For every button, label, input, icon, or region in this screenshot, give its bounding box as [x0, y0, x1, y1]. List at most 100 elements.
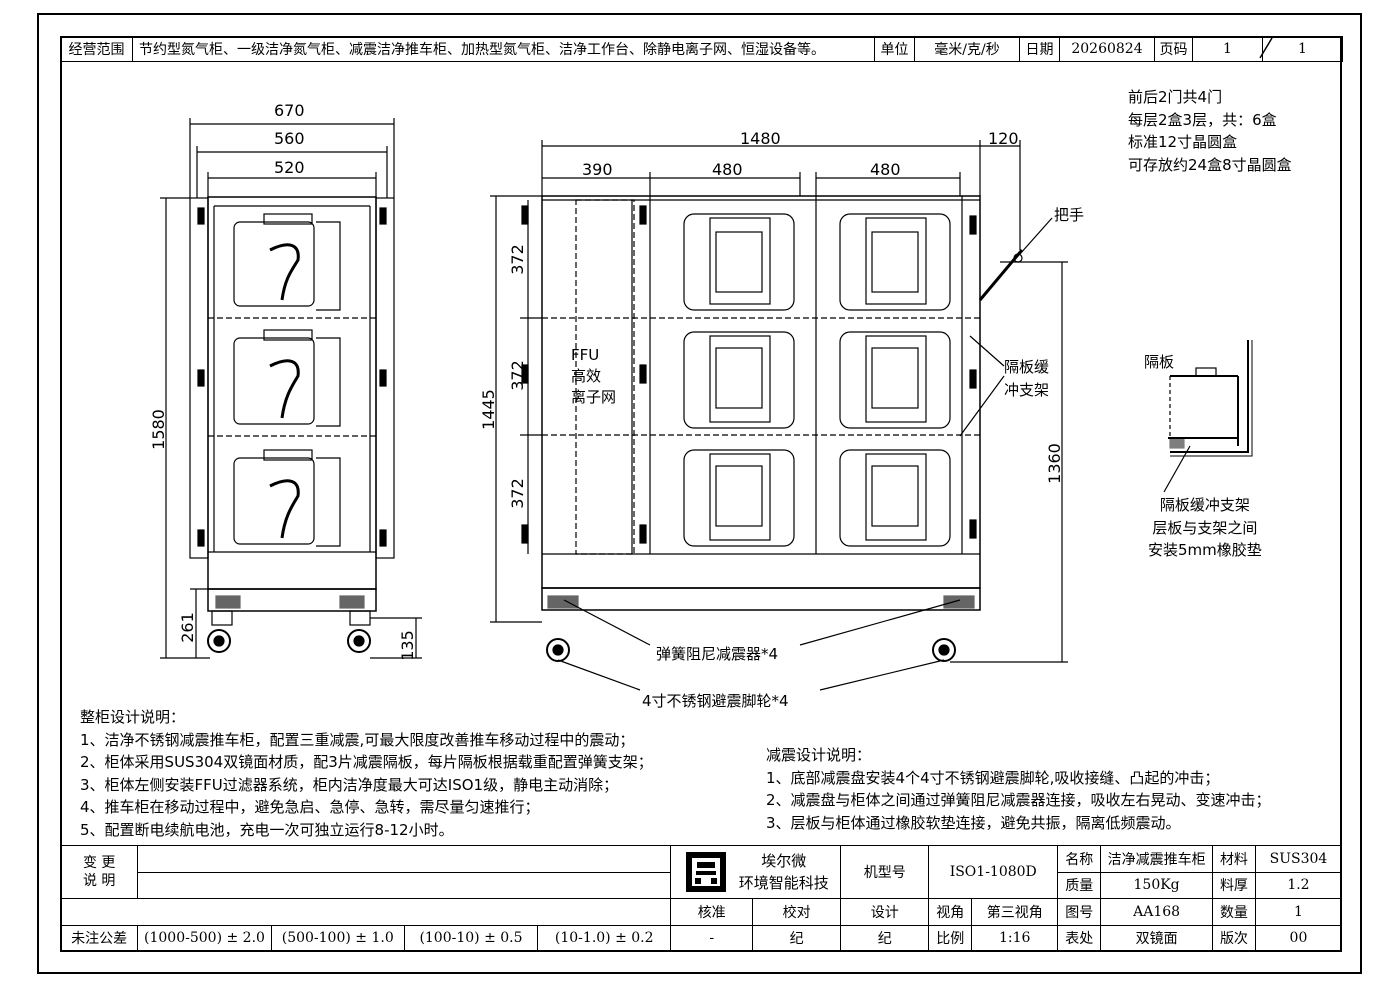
- change-row-1: [137, 845, 672, 873]
- damping-notes: 减震设计说明： 1、底部减震盘安装4个4寸不锈钢避震脚轮,吸收接缝、凸起的冲击；…: [766, 744, 1271, 834]
- check-label: 校对: [752, 898, 842, 926]
- dim-side-135: 135: [397, 630, 417, 661]
- name-value: 洁净减震推车柜: [1100, 845, 1213, 873]
- page-total: 1: [1262, 36, 1343, 62]
- design-note-2: 2、柜体采用SUS304双镜面材质，配3片减震隔板，每片隔板根据载重配置弹簧支架…: [80, 753, 653, 771]
- design-note-4: 4、推车柜在移动过程中，避免急启、急停、急转，需尽量匀速推行；: [80, 798, 540, 816]
- company-logo-icon: [685, 852, 726, 892]
- design-notes-title: 整柜设计说明：: [80, 708, 186, 726]
- top-notes: 前后2门共4门 每层2盒3层，共：6盒 标准12寸晶圆盒 可存放约24盒8寸晶圆…: [1128, 86, 1292, 176]
- title-block: 变 更 说 明 埃尔微 环境智能科技 机型号 ISO1-1080D 名称: [59, 845, 1343, 952]
- dim-front-372b: 372: [507, 360, 527, 391]
- design-note-3: 3、柜体左侧安装FFU过滤器系统，柜内洁净度最大可达ISO1级，静电主动消除；: [80, 775, 619, 794]
- change-row-2: [137, 871, 672, 899]
- thickness-label: 料厚: [1211, 871, 1256, 899]
- partition-label: 隔板: [1144, 353, 1175, 371]
- dim-side-560: 560: [274, 129, 305, 148]
- dim-side-261: 261: [177, 612, 197, 643]
- date-value: 20260824: [1059, 36, 1155, 62]
- side-view: [160, 118, 422, 659]
- surface-label: 表处: [1057, 924, 1102, 952]
- damping-note-3: 3、层板与柜体通过橡胶软垫连接，避免共振，隔离低频震动。: [766, 813, 1181, 832]
- ffu-label: FFU 高效 离子网: [571, 345, 616, 408]
- detail-label: 隔板缓冲支架 层板与支架之间 安装5mm橡胶垫: [1148, 494, 1262, 562]
- side-box-2: [233, 329, 341, 427]
- model-value: ISO1-1080D: [928, 845, 1059, 899]
- page-current: 1: [1192, 36, 1263, 62]
- dim-side-520: 520: [274, 158, 305, 177]
- scale-label: 比例: [928, 924, 973, 952]
- design-note-5: 5、配置断电续航电池，充电一次可独立运行8-12小时。: [80, 820, 454, 839]
- name-label: 名称: [1057, 845, 1102, 873]
- damper-label: 弹簧阻尼减震器*4: [656, 645, 779, 663]
- tolerance-3: (100-10) ± 0.5: [403, 924, 539, 952]
- tolerance-1: (1000-500) ± 2.0: [137, 924, 272, 952]
- handle-label: 把手: [1054, 206, 1085, 224]
- design-value: 纪: [840, 924, 930, 952]
- drawing-frame: [37, 13, 1362, 974]
- scope-text: 节约型氮气柜、一级洁净氮气柜、减震洁净推车柜、加热型氮气柜、洁净工作台、除静电离…: [132, 36, 875, 62]
- detail-line-1: 隔板缓冲支架: [1159, 496, 1250, 514]
- design-notes: 整柜设计说明： 1、洁净不锈钢减震推车柜，配置三重减震,可最大限度改善推车移动过…: [80, 706, 653, 841]
- change-label: 变 更 说 明: [59, 845, 139, 899]
- dim-front-1480: 1480: [740, 129, 781, 148]
- top-note-1: 前后2门共4门: [1128, 88, 1223, 106]
- view-value: 第三视角: [971, 898, 1059, 926]
- material-label: 材料: [1211, 845, 1256, 873]
- bracket-line-1: 隔板缓: [1004, 358, 1050, 376]
- top-note-4: 可存放约24盒8寸晶圆盒: [1128, 155, 1292, 174]
- qty-value: 1: [1254, 898, 1343, 926]
- dim-front-1360: 1360: [1044, 443, 1064, 484]
- tolerance-4: (10-1.0) ± 0.2: [537, 924, 672, 952]
- ffu-line-3: 离子网: [571, 388, 617, 406]
- page-slash-icon: [1259, 37, 1273, 59]
- dim-front-120: 120: [988, 129, 1019, 148]
- drawing-value: AA168: [1100, 898, 1213, 926]
- page-label: 页码: [1154, 36, 1193, 62]
- dim-side-670: 670: [274, 101, 305, 120]
- approve-value: -: [670, 924, 754, 952]
- date-label: 日期: [1019, 36, 1060, 62]
- tolerance-label: 未注公差: [59, 924, 139, 952]
- view-label: 视角: [928, 898, 973, 926]
- dim-front-372a: 372: [507, 244, 527, 275]
- mass-label: 质量: [1057, 871, 1102, 899]
- top-note-3: 标准12寸晶圆盒: [1128, 133, 1238, 151]
- design-label: 设计: [840, 898, 930, 926]
- detail-line-3: 安装5mm橡胶垫: [1148, 541, 1262, 559]
- design-note-1: 1、洁净不锈钢减震推车柜，配置三重减震,可最大限度改善推车移动过程中的震动；: [80, 730, 635, 749]
- change-row-3: [59, 898, 672, 926]
- dim-front-390: 390: [582, 160, 613, 179]
- damping-note-2: 2、减震盘与柜体之间通过弹簧阻尼减震器连接，吸收左右晃动、变速冲击；: [766, 791, 1271, 809]
- detail-line-2: 层板与支架之间: [1152, 518, 1258, 537]
- bracket-line-2: 冲支架: [1004, 380, 1050, 399]
- caster-label: 4寸不锈钢避震脚轮*4: [642, 692, 789, 710]
- approve-label: 核准: [670, 898, 754, 926]
- top-note-2: 每层2盒3层，共：6盒: [1128, 110, 1277, 129]
- damping-notes-title: 减震设计说明：: [766, 746, 872, 764]
- front-view: [490, 140, 1068, 691]
- ffu-line-1: FFU: [571, 346, 600, 364]
- page-slash: [1259, 37, 1273, 60]
- revision-value: 00: [1254, 924, 1343, 952]
- side-box-3: [233, 449, 341, 547]
- tolerance-2: (500-100) ± 1.0: [270, 924, 405, 952]
- dim-side-1580: 1580: [148, 409, 168, 450]
- qty-label: 数量: [1211, 898, 1256, 926]
- thickness-value: 1.2: [1254, 871, 1343, 899]
- revision-label: 版次: [1211, 924, 1256, 952]
- model-label: 机型号: [840, 845, 930, 899]
- dim-front-1445: 1445: [478, 389, 498, 430]
- company-name-2: 环境智能科技: [738, 874, 829, 892]
- dim-front-480a: 480: [712, 160, 743, 179]
- scale-value: 1:16: [971, 924, 1059, 952]
- damping-note-1: 1、底部减震盘安装4个4寸不锈钢避震脚轮,吸收接缝、凸起的冲击；: [766, 768, 1220, 787]
- check-value: 纪: [752, 924, 842, 952]
- unit-value: 毫米/克/秒: [914, 36, 1020, 62]
- material-value: SUS304: [1254, 845, 1343, 873]
- header-table: 经营范围 节约型氮气柜、一级洁净氮气柜、减震洁净推车柜、加热型氮气柜、洁净工作台…: [60, 36, 1343, 62]
- side-box-1: [233, 213, 341, 311]
- mass-value: 150Kg: [1100, 871, 1213, 899]
- bracket-label: 隔板缓 冲支架: [1004, 356, 1049, 401]
